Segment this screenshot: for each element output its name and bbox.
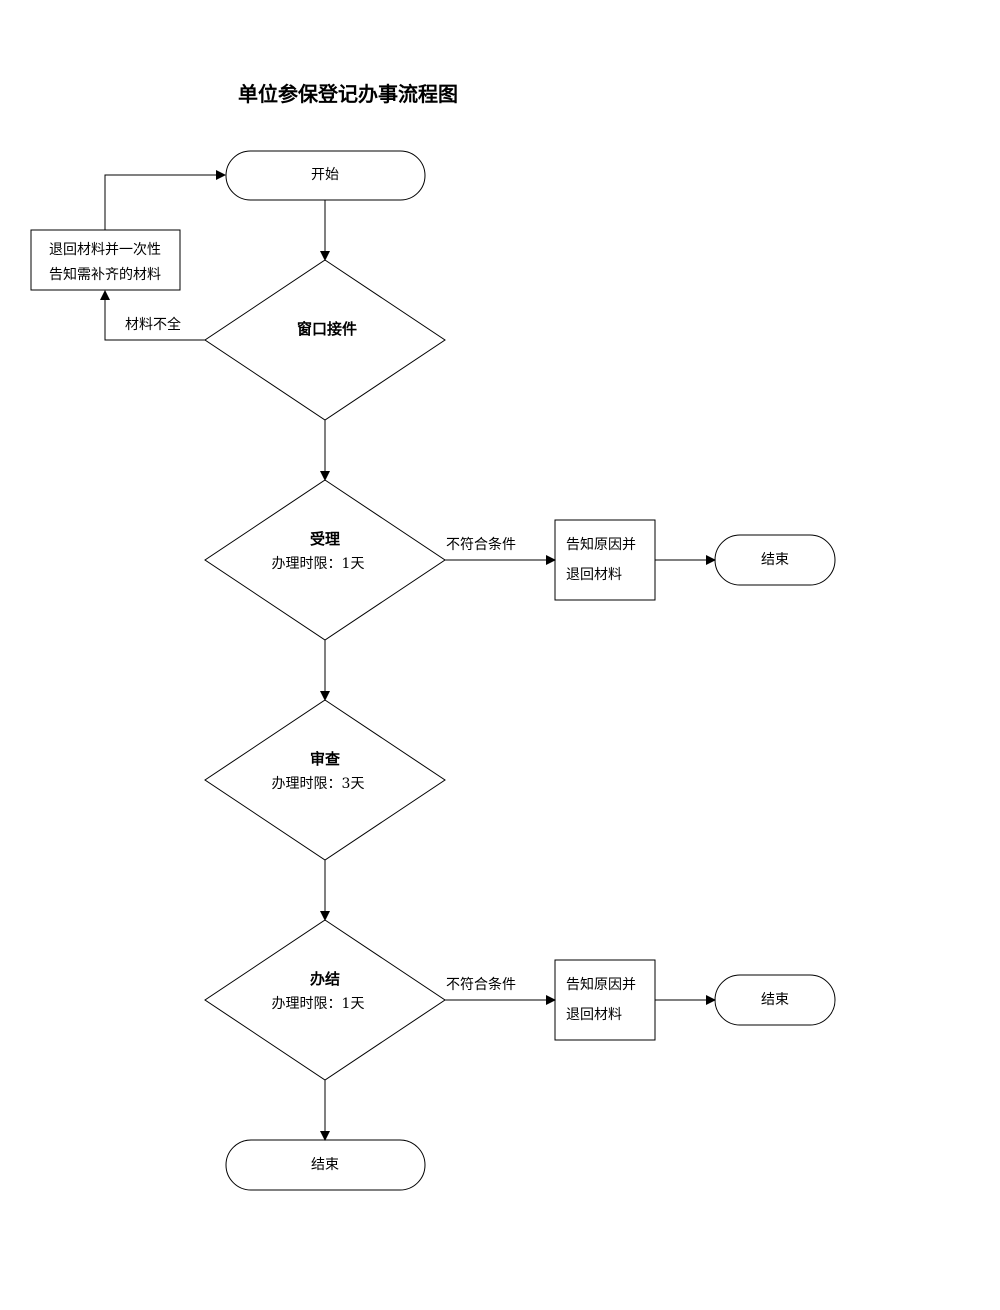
window-receive-label: 窗口接件	[296, 320, 358, 338]
return-materials-box	[30, 229, 181, 291]
accept-label: 受理	[309, 530, 341, 548]
notify-2-line1: 告知原因并	[566, 977, 636, 993]
review-label: 审查	[309, 750, 341, 768]
complete-time: 办理时限：1天	[271, 996, 365, 1012]
return-materials-line1: 退回材料并一次性	[49, 242, 161, 258]
accept-time: 办理时限：1天	[271, 556, 365, 572]
edge-label-incomplete: 材料不全	[125, 317, 181, 333]
edge-window-to-return	[100, 290, 205, 341]
notify-2-line2: 退回材料	[566, 1007, 622, 1023]
notify-1-line1: 告知原因并	[566, 537, 636, 553]
page-title: 单位参保登记办事流程图	[238, 82, 458, 106]
edge-label-reject-1: 不符合条件	[446, 537, 516, 553]
end-1-label: 结束	[761, 552, 789, 568]
start-label: 开始	[311, 167, 339, 183]
edge-label-reject-2: 不符合条件	[446, 977, 516, 993]
notify-box-2	[554, 959, 656, 1041]
review-time: 办理时限：3天	[271, 776, 365, 792]
return-materials-line2: 告知需补齐的材料	[49, 267, 161, 283]
notify-box-1	[554, 519, 656, 601]
notify-1-line2: 退回材料	[566, 567, 622, 583]
end-2-label: 结束	[761, 992, 789, 1008]
window-receive-diamond	[204, 259, 446, 421]
edge-return-to-start	[104, 170, 226, 230]
end-final-label: 结束	[311, 1157, 339, 1173]
complete-label: 办结	[309, 970, 341, 988]
